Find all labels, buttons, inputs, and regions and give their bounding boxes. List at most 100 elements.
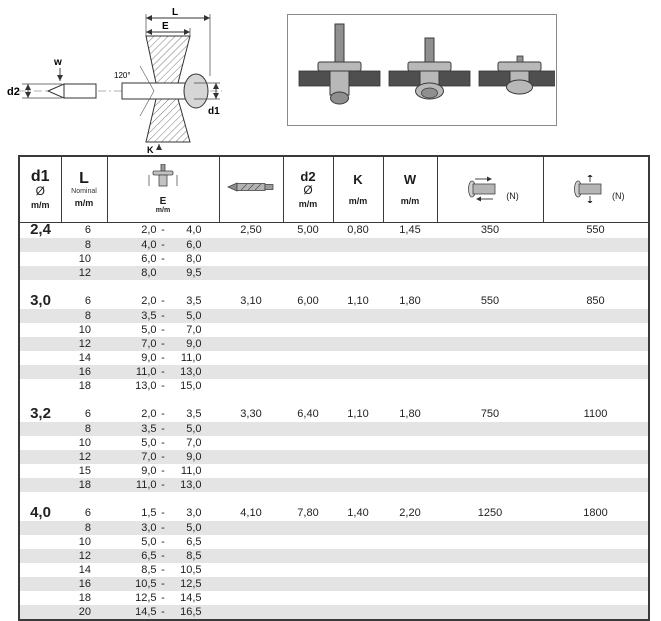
- grip-to: 5,0: [186, 521, 202, 534]
- grip-from: 14,5: [135, 605, 157, 618]
- grip-separator: -: [161, 605, 165, 618]
- cell-length: 8: [61, 308, 107, 323]
- grip-from: 7,0: [141, 337, 157, 350]
- cell-grip-range: 1,5-3,0: [107, 506, 219, 521]
- cell-shear-strength: [437, 535, 543, 549]
- cell-shear-strength: 350: [480, 224, 500, 236]
- cell-length: 8: [61, 237, 107, 252]
- cell-k: [333, 237, 383, 252]
- cell-w: [383, 591, 437, 605]
- cell-k: [333, 563, 383, 577]
- cell-d1: [19, 252, 61, 266]
- grip-to: 14,5: [180, 591, 202, 604]
- cell-grip-range: 10,5-12,5: [107, 576, 219, 591]
- cell-d2: 6,00: [297, 295, 319, 307]
- grip-from: 8,0: [141, 266, 157, 279]
- cell-k: [333, 265, 383, 280]
- cell-d1: [19, 308, 61, 323]
- cell-tensile-strength: [543, 464, 649, 478]
- cell-length: 6: [84, 408, 91, 420]
- grip-from: 2,0: [141, 295, 157, 307]
- cell-shear-strength: [437, 591, 543, 605]
- cell-drill-diameter: [219, 237, 283, 252]
- cell-tensile-strength: [543, 520, 649, 535]
- grip-to: 9,5: [186, 266, 202, 279]
- rivet-shear-icon: [468, 176, 496, 202]
- cell-length: 6: [84, 295, 91, 307]
- cell-grip-range: 3,0-5,0: [107, 520, 219, 535]
- cell-shear-strength: [437, 576, 543, 591]
- cell-grip-range: 5,0-6,5: [107, 535, 219, 549]
- cell-drill-diameter: [219, 535, 283, 549]
- cell-d1: 3,0: [19, 291, 61, 309]
- cell-shear-strength: [437, 464, 543, 478]
- cell-shear-strength: [437, 520, 543, 535]
- label-k: K: [147, 145, 154, 154]
- installation-stages-box: [287, 14, 557, 126]
- grip-separator: -: [161, 549, 165, 562]
- grip-from: 2,0: [141, 224, 157, 236]
- cell-d1: [19, 604, 61, 620]
- cell-d2: [283, 265, 333, 280]
- mandrel-detail: d2 w: [7, 57, 97, 99]
- grip-from: 12,5: [135, 591, 157, 604]
- grip-separator: -: [161, 365, 165, 378]
- grip-to: 3,0: [186, 507, 202, 519]
- cell-shear-strength: 1250: [477, 507, 503, 519]
- cell-k: [333, 576, 383, 591]
- cell-shear-strength: [437, 449, 543, 464]
- cell-tensile-strength: [543, 477, 649, 492]
- grip-to: 6,0: [186, 238, 202, 251]
- cell-d1: [19, 364, 61, 379]
- cell-length: 10: [78, 252, 91, 265]
- rivet-tensile-icon: [574, 175, 602, 204]
- cell-d2: [283, 252, 333, 266]
- cell-k: [333, 436, 383, 450]
- grip-to: 6,5: [186, 535, 202, 548]
- cell-d2: [283, 477, 333, 492]
- cell-tensile-strength: 1100: [583, 408, 608, 420]
- cell-d1: [19, 436, 61, 450]
- cell-k: [333, 464, 383, 478]
- cell-shear-strength: [437, 421, 543, 436]
- grip-from: 10,5: [135, 577, 157, 590]
- cell-d1: [19, 477, 61, 492]
- cell-d1: [19, 351, 61, 365]
- cell-grip-range: 7,0-9,0: [107, 336, 219, 351]
- cell-length: 10: [78, 323, 91, 336]
- installation-stages-illustration: [298, 23, 555, 105]
- cell-tensile-strength: [543, 336, 649, 351]
- grip-separator: -: [161, 295, 165, 307]
- cell-tensile-strength: [543, 604, 649, 620]
- header-grip-title: E: [159, 195, 167, 207]
- grip-separator: -: [161, 323, 165, 336]
- cell-k: 1,10: [347, 295, 369, 307]
- label-angle: 120°: [114, 71, 131, 80]
- cell-tensile-strength: 1800: [583, 507, 608, 519]
- cell-tensile-strength: [543, 591, 649, 605]
- grip-to: 10,5: [180, 563, 202, 576]
- cell-drill-diameter: [219, 265, 283, 280]
- cell-w: [383, 464, 437, 478]
- cell-d1: [19, 237, 61, 252]
- cell-tensile-strength: 550: [586, 224, 605, 236]
- cell-drill-diameter: [219, 379, 283, 393]
- cell-grip-range: 8,0 9,5: [107, 265, 219, 280]
- group-d1-value: 3,0: [30, 291, 51, 309]
- cell-k: [333, 364, 383, 379]
- cell-drill-diameter: [219, 336, 283, 351]
- cell-w: [383, 436, 437, 450]
- cell-length: 12: [61, 336, 107, 351]
- label-length: L: [172, 7, 178, 18]
- cell-w: [383, 520, 437, 535]
- cell-w: [383, 364, 437, 379]
- cell-d2: [283, 464, 333, 478]
- cell-drill-diameter: [219, 323, 283, 337]
- cell-k: [333, 421, 383, 436]
- cell-shear-strength: [437, 379, 543, 393]
